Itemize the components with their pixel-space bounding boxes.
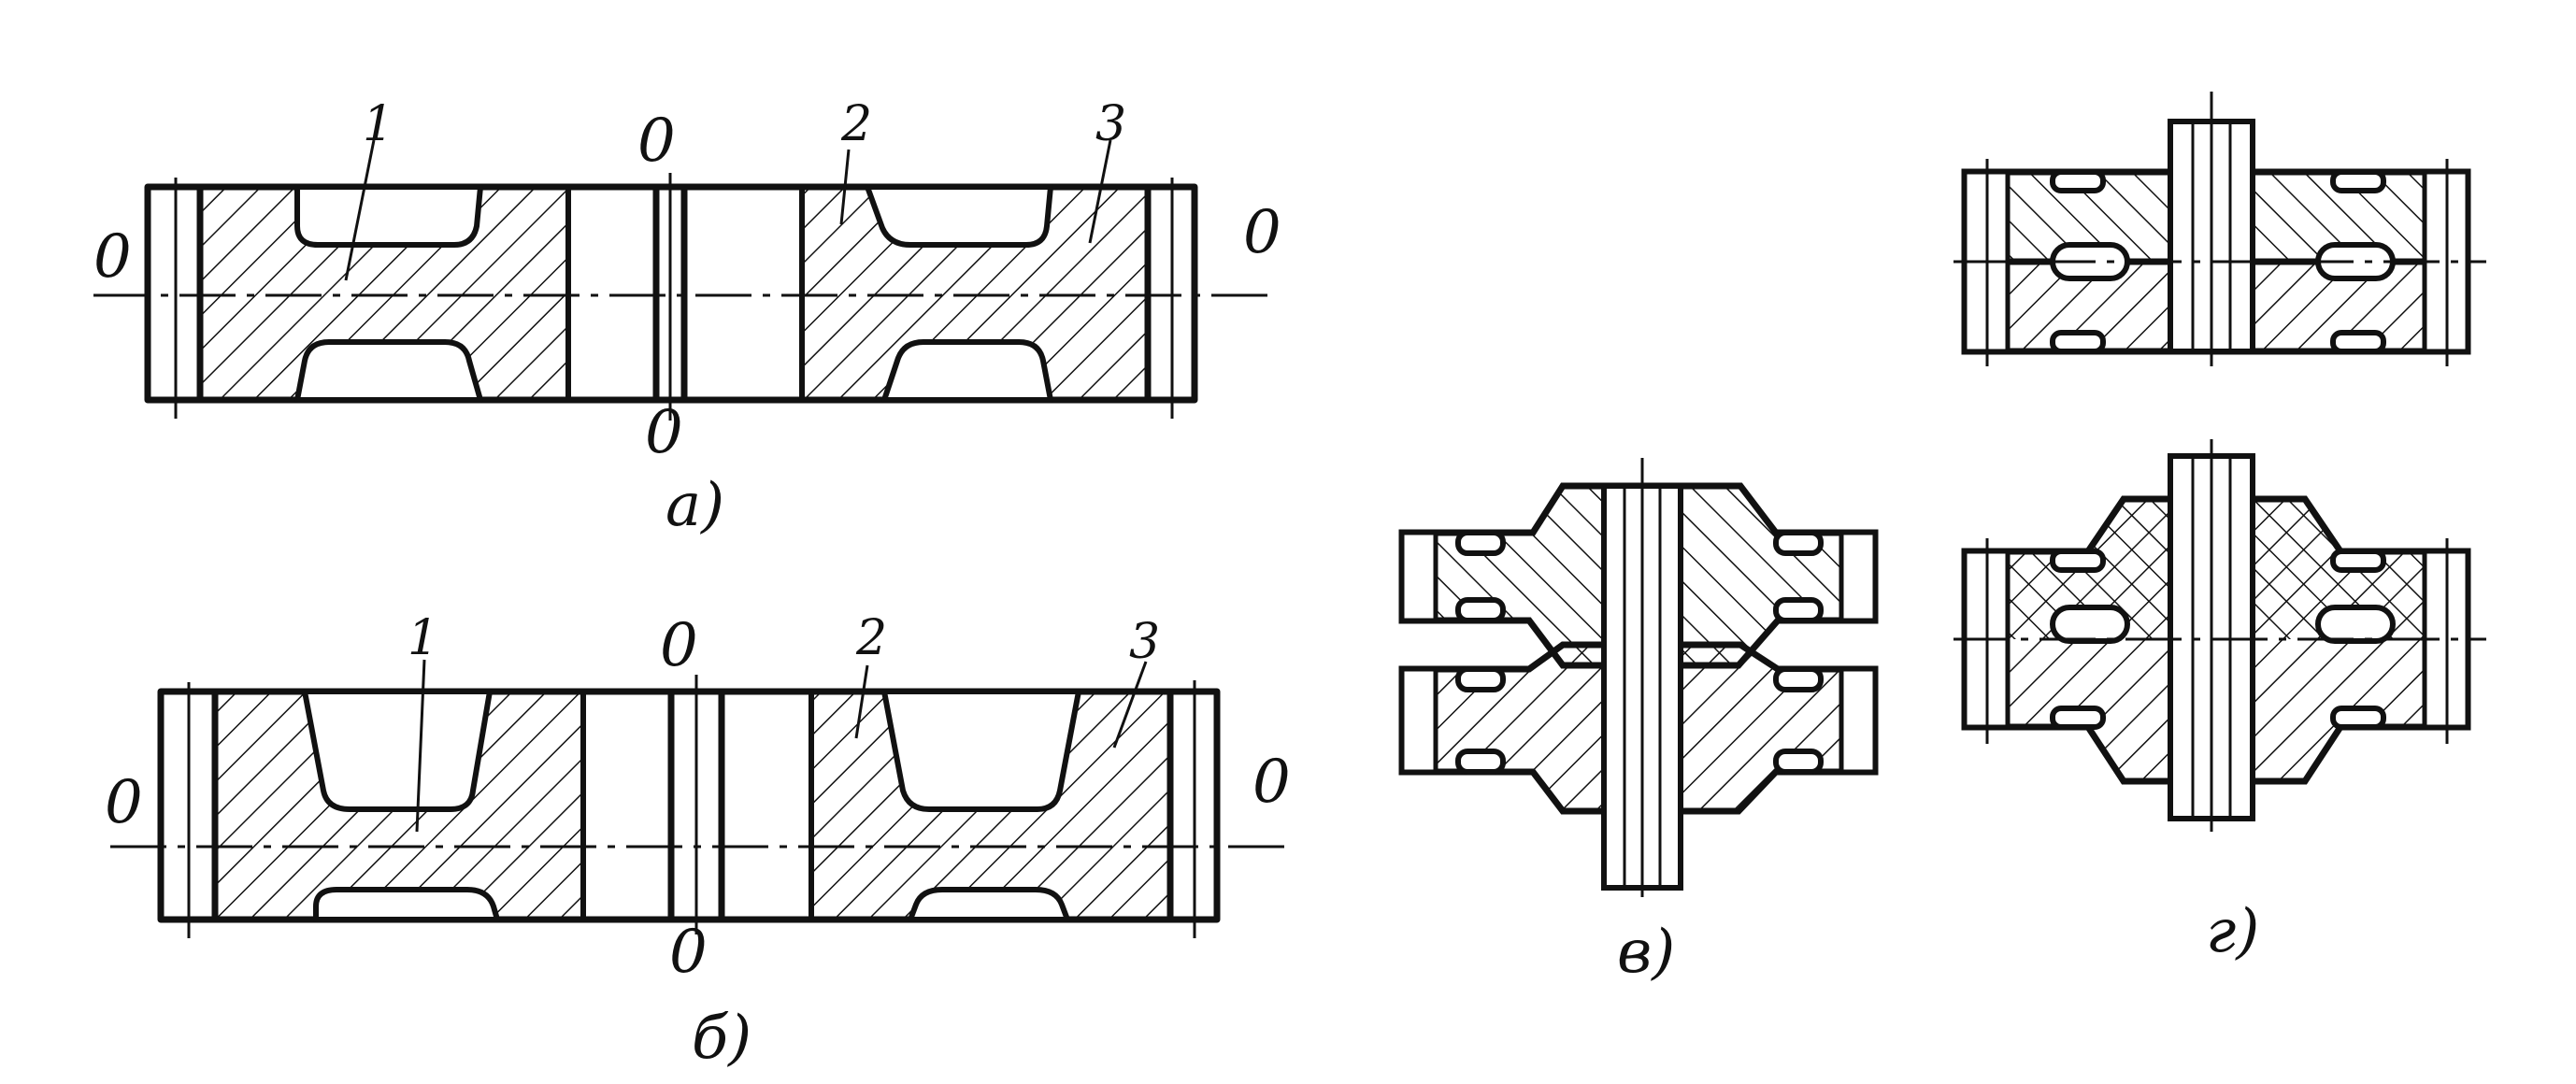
fig-a-recess-bottom-right [881,339,1053,403]
fig-a-part-1: 1 [363,96,394,152]
fig-b-outline [157,688,1221,923]
fig-a-axis-bottom: 0 [645,398,683,467]
fig-a-axis-left: 0 [93,222,132,292]
fig-a-axis-right: 0 [1243,198,1281,267]
figure-v: в) [1398,458,1879,987]
fig-a-caption: а) [665,471,724,540]
fig-b-axis-bottom: 0 [669,918,708,987]
figure-b: 1 2 3 0 0 0 0 б) [105,610,1291,1073]
figure-g-top [1953,92,2486,366]
fig-a-part-3: 3 [1095,96,1126,152]
fig-v-caption: в) [1617,918,1675,987]
fig-g-caption: г) [2206,897,2259,966]
fig-b-axis-left: 0 [105,768,143,837]
fig-b-axis-top: 0 [660,611,698,680]
figure-a: 1 2 3 0 0 0 0 а) [93,96,1281,540]
fig-b-recess-bottom-right [908,887,1070,922]
figure-g-bottom: г) [1953,439,2486,966]
fig-a-axis-top: 0 [637,107,676,176]
fig-b-part-2: 2 [855,610,887,666]
fig-b-recess-top-right [881,689,1081,812]
fig-a-recess-bottom-left [294,339,483,403]
fig-a-recess-top-left [294,184,483,248]
fig-b-recess-bottom-left [313,887,500,922]
fig-b-caption: б) [692,1004,751,1073]
fig-b-part-3: 3 [1129,614,1160,670]
fig-a-recess-top-right [865,184,1053,248]
fig-b-axis-right: 0 [1252,748,1291,817]
fig-b-recess-top-left [302,689,493,812]
fig-a-part-2: 2 [840,96,872,152]
fig-b-part-1: 1 [408,610,438,666]
